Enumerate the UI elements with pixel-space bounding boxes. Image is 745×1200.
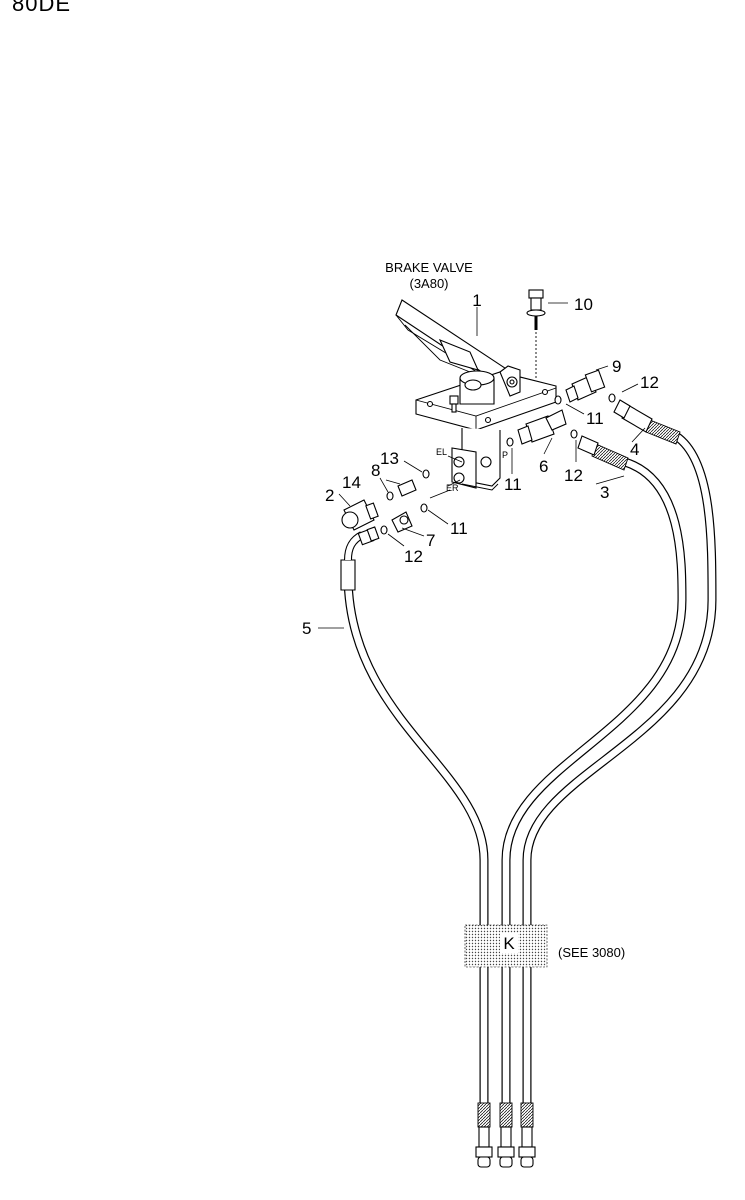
clamp-letter: K — [503, 934, 515, 953]
elbow-fitting-9 — [565, 369, 606, 403]
port-label-p: P — [502, 450, 508, 460]
callout-8: 8 — [371, 461, 380, 480]
brake-valve — [395, 299, 557, 491]
bolt-10 — [526, 289, 546, 378]
hose-5 — [340, 526, 489, 1105]
callout-14: 14 — [342, 473, 361, 492]
elbow-fitting-6 — [517, 409, 567, 445]
callout-2: 2 — [325, 486, 334, 505]
leader-lines — [318, 302, 646, 629]
page-title: 80DE — [12, 0, 72, 16]
clamp-k — [464, 924, 548, 968]
pressure-switch-2 — [341, 499, 379, 531]
assembly-reference: (3A80) — [409, 276, 448, 291]
callout-10: 10 — [574, 295, 593, 314]
callout-12-left: 12 — [404, 547, 423, 566]
callout-5: 5 — [302, 619, 311, 638]
callout-4: 4 — [630, 440, 639, 459]
callout-12-middle: 12 — [564, 466, 583, 485]
clamp-reference: (SEE 3080) — [558, 945, 625, 960]
callout-6: 6 — [539, 457, 548, 476]
callout-7: 7 — [426, 531, 435, 550]
assembly-name: BRAKE VALVE — [385, 260, 473, 275]
callout-13: 13 — [380, 449, 399, 468]
callout-1: 1 — [472, 291, 481, 310]
port-label-er: ER — [446, 483, 459, 493]
callout-9: 9 — [612, 357, 621, 376]
callout-11-left: 11 — [450, 519, 468, 538]
adapter-fitting-7 — [391, 511, 413, 533]
adapter-fitting-8 — [397, 479, 417, 497]
port-label-el: EL — [436, 447, 447, 457]
callout-12-right: 12 — [640, 373, 659, 392]
callout-11-right: 11 — [586, 409, 604, 428]
callout-11-middle: 11 — [504, 475, 522, 494]
hose-4 — [522, 399, 717, 1105]
hose-end-fittings — [475, 1102, 536, 1168]
callout-3: 3 — [600, 483, 609, 502]
o-rings — [380, 393, 616, 535]
hose-3 — [501, 435, 687, 1105]
